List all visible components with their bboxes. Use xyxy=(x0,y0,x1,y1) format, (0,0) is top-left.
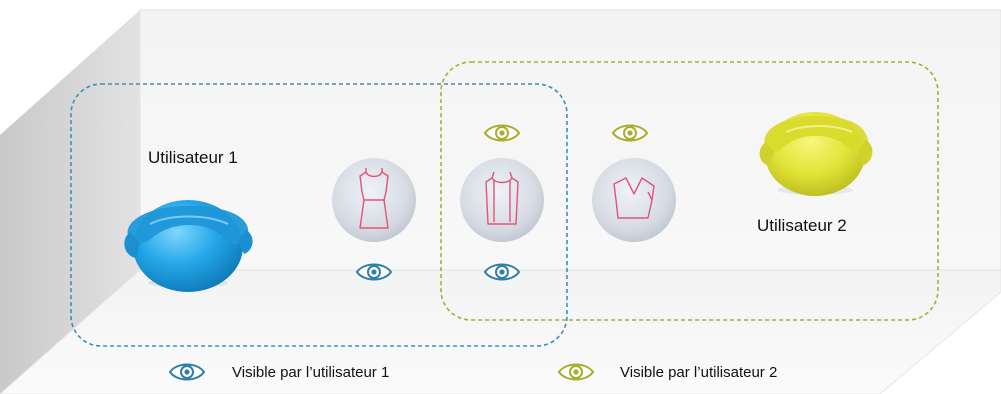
legend-user1-label: Visible par l’utilisateur 1 xyxy=(232,364,390,381)
eye-icon xyxy=(483,124,521,142)
user2-visibility-region xyxy=(440,61,939,321)
user1-visibility-region xyxy=(70,83,568,347)
back-wall xyxy=(139,9,1001,271)
floor xyxy=(0,269,1001,394)
eye-icon xyxy=(355,263,393,281)
v-neck-top-icon xyxy=(613,177,655,219)
legend-user1-eye-icon xyxy=(168,363,206,381)
eye-icon xyxy=(611,124,649,142)
garment-bubble-2[interactable] xyxy=(460,158,544,242)
user2-label: Utilisateur 2 xyxy=(757,216,847,235)
garment-bubble-3[interactable] xyxy=(592,158,676,242)
user1-avatar xyxy=(124,200,253,292)
user2-avatar xyxy=(759,112,873,196)
eye-icon xyxy=(483,263,521,281)
user1-label: Utilisateur 1 xyxy=(148,148,238,167)
sleeveless-top-icon xyxy=(359,168,389,229)
vest-top-icon xyxy=(485,171,519,225)
left-wall xyxy=(0,10,140,394)
garment-bubble-1[interactable] xyxy=(332,158,416,242)
legend-user2-eye-icon xyxy=(557,363,595,381)
legend-user2-label: Visible par l’utilisateur 2 xyxy=(620,364,778,381)
